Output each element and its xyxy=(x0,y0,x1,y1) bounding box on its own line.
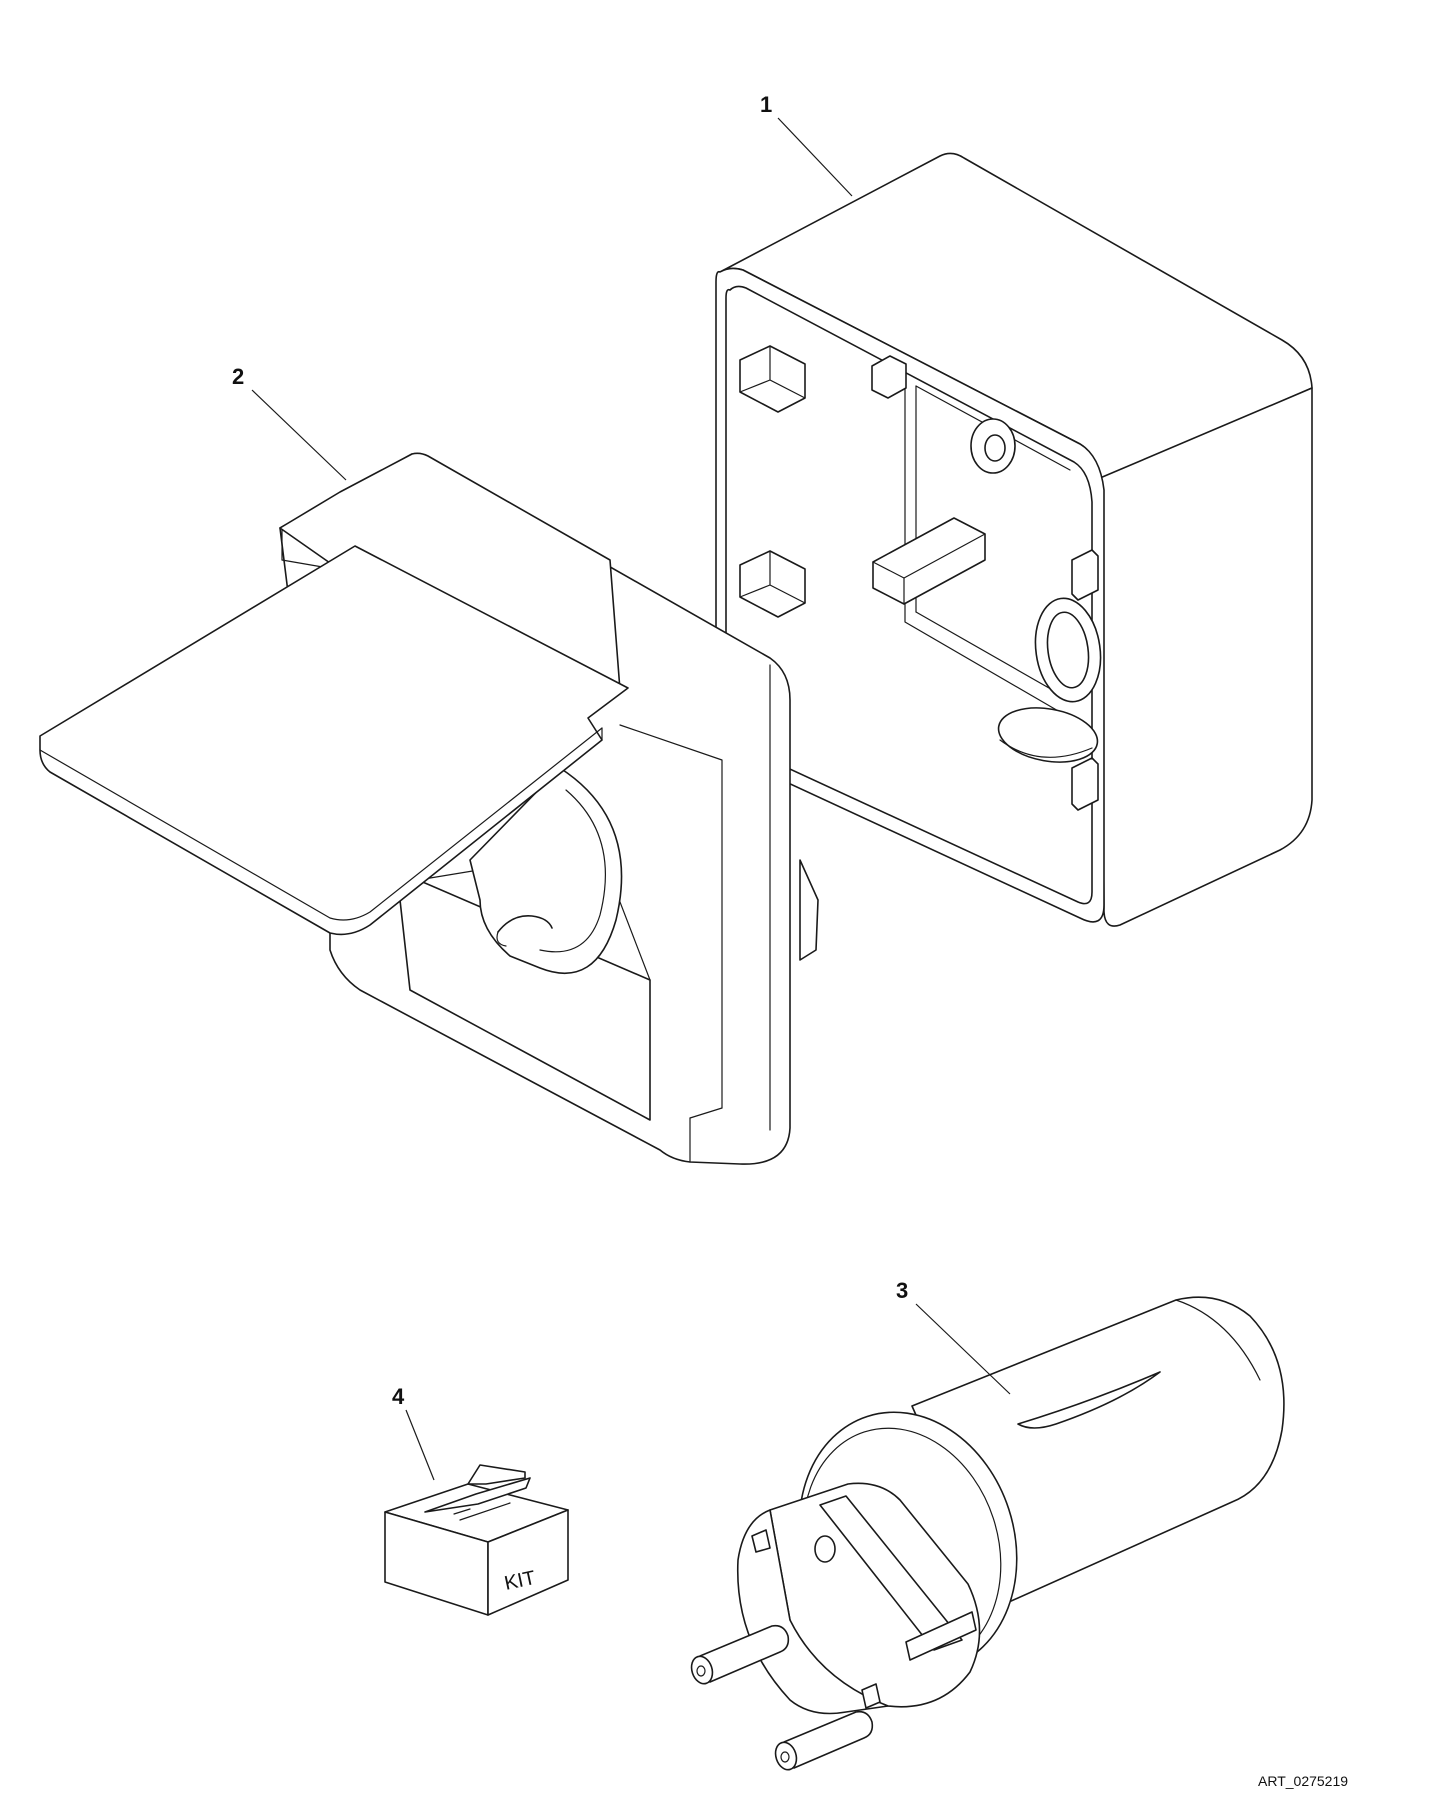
plug-pin-lower xyxy=(774,1710,874,1771)
box-clip-lower-right xyxy=(1071,757,1099,811)
callout-number-2: 2 xyxy=(232,364,244,389)
socket-insert-with-lid xyxy=(39,452,819,1165)
box-clip-upper-left xyxy=(739,345,806,413)
callout-4: 4 xyxy=(392,1384,435,1481)
box-clip-upper-center xyxy=(871,355,907,399)
cable-entry-hole xyxy=(997,707,1099,763)
mounting-screw-hole xyxy=(970,418,1016,474)
callout-3: 3 xyxy=(896,1278,1011,1395)
callout-1: 1 xyxy=(760,92,853,197)
box-clip-lower-left xyxy=(739,550,806,618)
plug-face xyxy=(736,1482,981,1715)
socket-lid xyxy=(39,545,629,936)
mounting-box xyxy=(715,152,1313,927)
plug xyxy=(690,1296,1285,1771)
box-center-tab xyxy=(872,517,986,605)
callout-2: 2 xyxy=(232,364,347,481)
callout-number-3: 3 xyxy=(896,1278,908,1303)
callout-number-1: 1 xyxy=(760,92,772,117)
cable-knockout xyxy=(1034,597,1102,703)
box-clip-upper-right xyxy=(1071,549,1099,601)
kit-box: KIT xyxy=(384,1464,569,1616)
socket-face xyxy=(469,767,819,974)
callout-number-4: 4 xyxy=(392,1384,405,1409)
art-reference-number: ART_0275219 xyxy=(1258,1773,1348,1789)
plug-pin-upper xyxy=(690,1624,790,1685)
